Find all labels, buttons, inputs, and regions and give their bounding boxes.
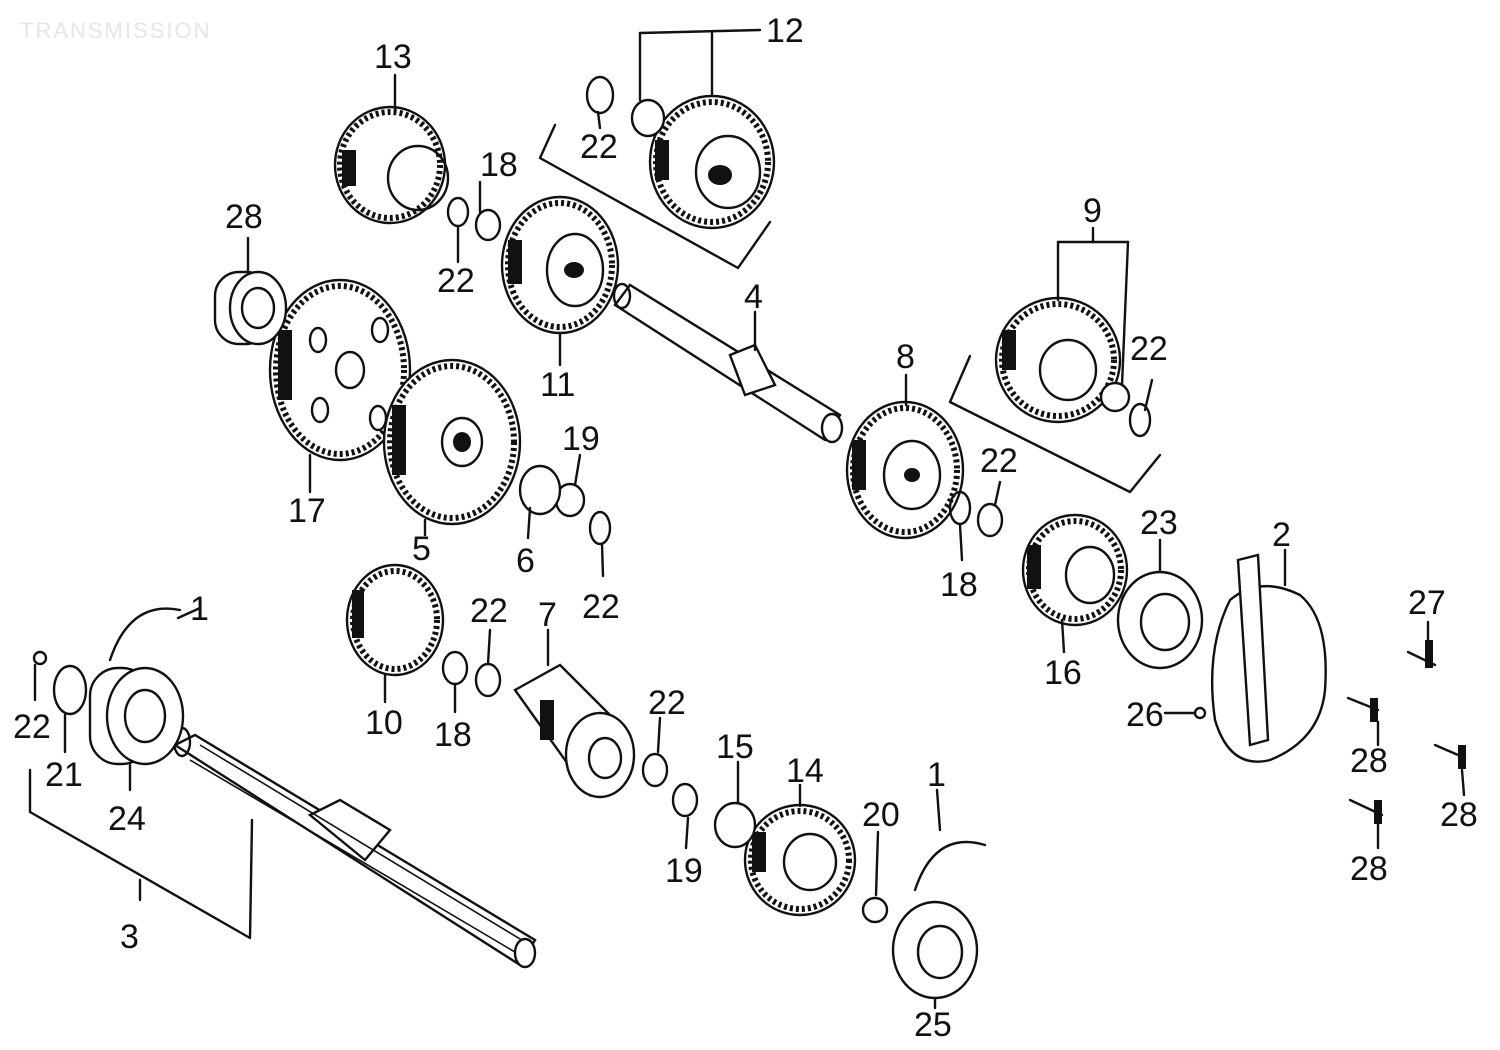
label-part-20: 20 (862, 796, 900, 834)
label-part-17: 17 (288, 492, 326, 530)
label-part-28-b: 28 (1350, 742, 1388, 780)
gear-5 (382, 358, 522, 526)
label-part-22-e: 22 (648, 684, 686, 722)
label-part-13: 13 (374, 38, 412, 76)
label-part-24: 23 (1140, 504, 1178, 542)
countershaft (612, 282, 844, 444)
bolt-28-b (1346, 696, 1380, 722)
gear-11 (500, 195, 620, 335)
bolt-28-c (1433, 743, 1467, 769)
label-part-26: 25 (914, 1006, 952, 1044)
label-part-1-b: 1 (927, 756, 946, 794)
label-part-11: 11 (540, 366, 575, 404)
label-part-19-a: 19 (562, 420, 600, 458)
label-part-15: 15 (716, 728, 754, 766)
leader-lines (28, 28, 1466, 1010)
label-part-28-d: 28 (1350, 850, 1388, 888)
label-part-21: 21 (45, 756, 83, 794)
label-part-1-a: 1 (190, 590, 209, 628)
label-part-2: 2 (1272, 516, 1291, 554)
label-part-25: 24 (108, 800, 146, 838)
label-part-29: 28 (225, 198, 263, 236)
label-part-22-d: 22 (470, 592, 508, 630)
part-labels: 1 1 2 3 4 5 6 7 8 9 10 11 12 13 14 15 16… (13, 12, 1478, 1044)
label-part-10: 10 (365, 704, 403, 742)
label-part-28-a: 27 (1408, 584, 1446, 622)
label-part-22-c: 22 (582, 588, 620, 626)
label-part-6: 6 (516, 542, 535, 580)
label-part-23: 22 (13, 708, 51, 746)
label-part-3: 3 (120, 918, 139, 956)
bolt-28-a (1406, 640, 1437, 668)
label-part-18-b: 18 (940, 566, 978, 604)
bearing-29 (213, 270, 288, 346)
main-shaft (172, 726, 537, 969)
label-part-9: 9 (1083, 192, 1102, 230)
label-part-28-c: 28 (1440, 796, 1478, 834)
watermark-title: TRANSMISSION (20, 18, 211, 43)
bearing-26 (891, 900, 979, 1000)
bearing-25 (88, 666, 185, 766)
label-part-16: 16 (1044, 654, 1082, 692)
label-part-7: 7 (538, 596, 557, 634)
gear-9 (994, 296, 1131, 424)
label-part-22-a: 22 (580, 128, 618, 166)
label-part-18-a: 18 (480, 146, 518, 184)
label-part-27: 26 (1126, 696, 1164, 734)
gear-16 (1021, 513, 1129, 627)
gear-17 (268, 278, 412, 462)
gear-8 (845, 400, 965, 540)
gear-13 (333, 105, 450, 225)
bolt-28-d (1348, 798, 1384, 824)
small-parts (32, 196, 1467, 924)
label-part-12: 12 (766, 12, 804, 50)
label-part-22-g: 22 (1130, 330, 1168, 368)
label-part-22-f: 22 (980, 442, 1018, 480)
gear-7 (513, 663, 636, 799)
label-part-22-b: 22 (437, 262, 475, 300)
label-part-8: 8 (896, 338, 915, 376)
label-part-14: 14 (786, 752, 824, 790)
gear-12 (585, 75, 776, 230)
label-part-4: 4 (744, 278, 763, 316)
label-part-18-c: 18 (434, 716, 472, 754)
label-part-19-b: 19 (665, 852, 703, 890)
gear-10 (345, 563, 445, 677)
bearing-24 (1116, 570, 1204, 670)
label-part-5: 5 (412, 530, 431, 568)
gear-14 (743, 803, 857, 917)
